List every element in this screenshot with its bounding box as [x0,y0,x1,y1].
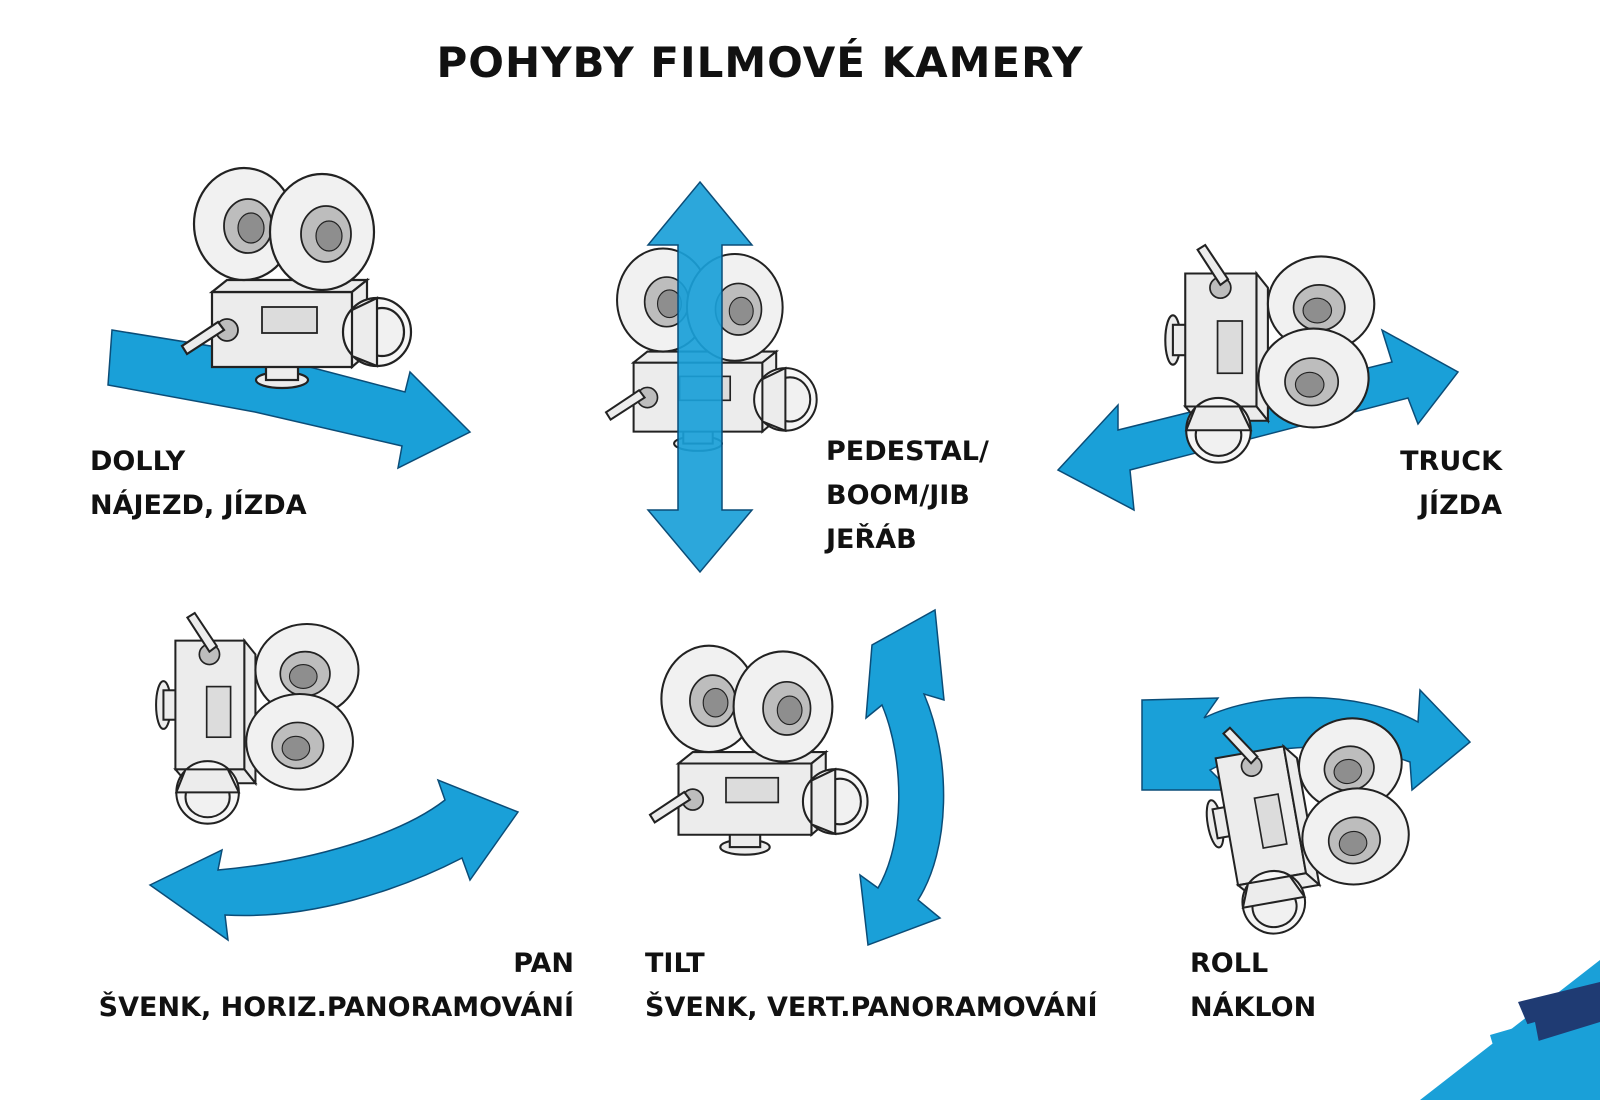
label-truck-line-1: TRUCK [1400,446,1502,477]
pan-curved-arrow [148,778,520,942]
tilt-curved-arrow [859,608,945,947]
pan-camera-icon [155,611,360,825]
label-pan-line-2: ŠVENK, HORIZ.PANORAMOVÁNÍ [98,992,574,1023]
label-dolly-line-1: DOLLY [90,446,186,477]
label-pan: PAN ŠVENK, HORIZ.PANORAMOVÁNÍ [80,942,574,1030]
pedestal-arrow [646,180,754,574]
label-pan-line-1: PAN [513,948,574,979]
label-truck: TRUCK JÍZDA [1300,440,1502,528]
label-pedestal-line-3: JEŘÁB [826,524,917,555]
label-tilt: TILT ŠVENK, VERT.PANORAMOVÁNÍ [645,942,1098,1030]
label-roll-line-1: ROLL [1190,948,1269,979]
label-tilt-line-2: ŠVENK, VERT.PANORAMOVÁNÍ [645,992,1098,1023]
label-dolly-line-2: NÁJEZD, JÍZDA [90,490,307,521]
label-dolly: DOLLY NÁJEZD, JÍZDA [90,440,307,528]
label-roll-line-2: NÁKLON [1190,992,1317,1023]
logo-icon [1420,960,1600,1100]
label-pedestal: PEDESTAL/ BOOM/JIB JEŘÁB [826,430,989,562]
label-pedestal-line-1: PEDESTAL/ [826,436,989,467]
page-title: POHYBY FILMOVÉ KAMERY [436,38,1084,87]
label-pedestal-line-2: BOOM/JIB [826,480,970,511]
dolly-arrow [107,329,472,470]
dolly-camera-icon [180,166,413,390]
label-roll: ROLL NÁKLON [1190,942,1316,1030]
tilt-camera-icon [648,644,869,856]
label-tilt-line-1: TILT [645,948,705,979]
label-truck-line-2: JÍZDA [1419,490,1502,521]
